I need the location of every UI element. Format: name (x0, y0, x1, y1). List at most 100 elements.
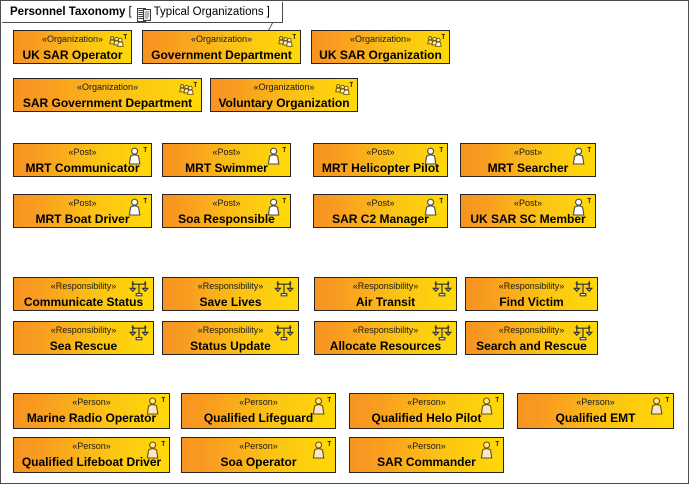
element-box[interactable]: «Responsibility» Search and Rescue (465, 321, 598, 355)
element-stereotype: «Person» (239, 397, 278, 407)
element-box[interactable]: «Organization»UK SAR Organization (311, 30, 450, 64)
organization-group-icon (176, 81, 198, 101)
diagram-document-icon (136, 8, 151, 22)
element-stereotype: «Person» (72, 397, 111, 407)
element-box[interactable]: «Organization»Voluntary Organization (210, 78, 358, 112)
element-box[interactable]: «Person» Qualified Lifeguard (181, 393, 336, 429)
element-stereotype: «Responsibility» (498, 281, 565, 291)
element-box[interactable]: «Post» MRT Communicator (13, 143, 152, 177)
element-name: MRT Helicopter Pilot (321, 161, 440, 175)
element-name: MRT Communicator (25, 161, 140, 175)
element-box[interactable]: «Organization» Government Department (142, 30, 301, 64)
element-name: Sea Rescue (49, 339, 118, 353)
element-box[interactable]: «Responsibility» Status Update (162, 321, 299, 355)
element-name: Government Department (151, 48, 292, 62)
element-name: MRT Swimmer (185, 161, 268, 175)
responsibility-scales-icon (273, 324, 295, 344)
responsibility-scales-icon (128, 280, 150, 300)
element-stereotype: «Person» (576, 397, 615, 407)
element-box[interactable]: «Person» Qualified Lifeboat Driver (13, 437, 170, 473)
element-name: Soa Responsible (178, 212, 275, 226)
element-stereotype: «Post» (366, 198, 395, 208)
page-title: Personnel Taxonomy (10, 6, 126, 18)
element-name: Soa Operator (220, 455, 297, 469)
post-person-icon (265, 197, 287, 217)
element-box[interactable]: «Post»UK SAR SC Member (460, 194, 596, 228)
element-stereotype: «Responsibility» (197, 325, 264, 335)
element-box[interactable]: «Responsibility» Air Transit (314, 277, 457, 311)
element-stereotype: «Post» (212, 147, 241, 157)
element-name: MRT Searcher (487, 161, 569, 175)
element-box[interactable]: «Post»MRT Boat Driver (13, 194, 152, 228)
post-person-icon (422, 197, 444, 217)
element-stereotype: «Post» (68, 198, 97, 208)
element-stereotype: «Organization» (349, 34, 412, 44)
element-name: Qualified Helo Pilot (371, 411, 482, 425)
element-box[interactable]: «Post» MRT Searcher (460, 143, 596, 177)
organization-group-icon (332, 81, 354, 101)
element-stereotype: «Organization» (190, 34, 253, 44)
post-person-icon (126, 197, 148, 217)
person-icon (310, 396, 332, 416)
element-box[interactable]: «Responsibility»Save Lives (162, 277, 299, 311)
element-stereotype: «Responsibility» (50, 325, 117, 335)
element-box[interactable]: «Responsibility»Find Victim (465, 277, 598, 311)
person-icon (144, 440, 166, 460)
diagram-subtitle: Typical Organizations (153, 6, 264, 18)
element-stereotype: «Organization» (76, 82, 139, 92)
element-box[interactable]: «Responsibility» Sea Rescue (13, 321, 154, 355)
element-box[interactable]: «Person» Soa Operator (181, 437, 336, 473)
element-box[interactable]: «Person» Qualified EMT (517, 393, 674, 429)
post-person-icon (570, 197, 592, 217)
element-stereotype: «Post» (212, 198, 241, 208)
organization-group-icon (106, 33, 128, 53)
element-name: Voluntary Organization (218, 96, 350, 110)
element-name: Qualified Lifeguard (203, 411, 314, 425)
person-icon (648, 396, 670, 416)
element-stereotype: «Responsibility» (352, 281, 419, 291)
element-box[interactable]: «Post» Soa Responsible (162, 194, 291, 228)
element-name: SAR Commander (377, 455, 476, 469)
element-box[interactable]: «Person» Qualified Helo Pilot (349, 393, 504, 429)
responsibility-scales-icon (572, 324, 594, 344)
element-stereotype: «Responsibility» (352, 325, 419, 335)
element-name: Qualified EMT (555, 411, 636, 425)
element-stereotype: «Responsibility» (498, 325, 565, 335)
element-stereotype: «Person» (72, 441, 111, 451)
element-stereotype: «Person» (239, 441, 278, 451)
element-box[interactable]: «Organization»UK SAR Operator (13, 30, 132, 64)
element-name: Marine Radio Operator (26, 411, 157, 425)
post-person-icon (570, 146, 592, 166)
element-box[interactable]: «Post» MRT Swimmer (162, 143, 291, 177)
element-box[interactable]: «Responsibility» Allocate Resources (314, 321, 457, 355)
person-icon (478, 396, 500, 416)
element-stereotype: «Post» (68, 147, 97, 157)
element-name: Save Lives (199, 295, 262, 309)
post-person-icon (422, 146, 444, 166)
element-stereotype: «Person» (407, 397, 446, 407)
bracket-open: [ (128, 6, 132, 18)
element-name: Qualified Lifeboat Driver (21, 455, 162, 469)
element-stereotype: «Post» (366, 147, 395, 157)
element-box[interactable]: «Responsibility» Communicate Status (13, 277, 154, 311)
element-box[interactable]: «Person»SAR Commander (349, 437, 504, 473)
element-box[interactable]: «Post» MRT Helicopter Pilot (313, 143, 448, 177)
diagram-title-tab[interactable]: Personnel Taxonomy [ (2, 2, 283, 23)
responsibility-scales-icon (273, 280, 295, 300)
element-box[interactable]: «Post»SAR C2 Manager (313, 194, 448, 228)
element-name: Allocate Resources (329, 339, 442, 353)
element-name: Search and Rescue (476, 339, 587, 353)
element-stereotype: «Responsibility» (50, 281, 117, 291)
responsibility-scales-icon (431, 280, 453, 300)
responsibility-scales-icon (431, 324, 453, 344)
element-box[interactable]: «Person» Marine Radio Operator (13, 393, 170, 429)
element-name: Air Transit (355, 295, 416, 309)
organization-group-icon (275, 33, 297, 53)
element-stereotype: «Organization» (41, 34, 104, 44)
element-box[interactable]: «Organization»SAR Government Department (13, 78, 202, 112)
post-person-icon (126, 146, 148, 166)
element-name: Communicate Status (23, 295, 144, 309)
element-name: Status Update (190, 339, 271, 353)
element-stereotype: «Post» (513, 147, 543, 157)
